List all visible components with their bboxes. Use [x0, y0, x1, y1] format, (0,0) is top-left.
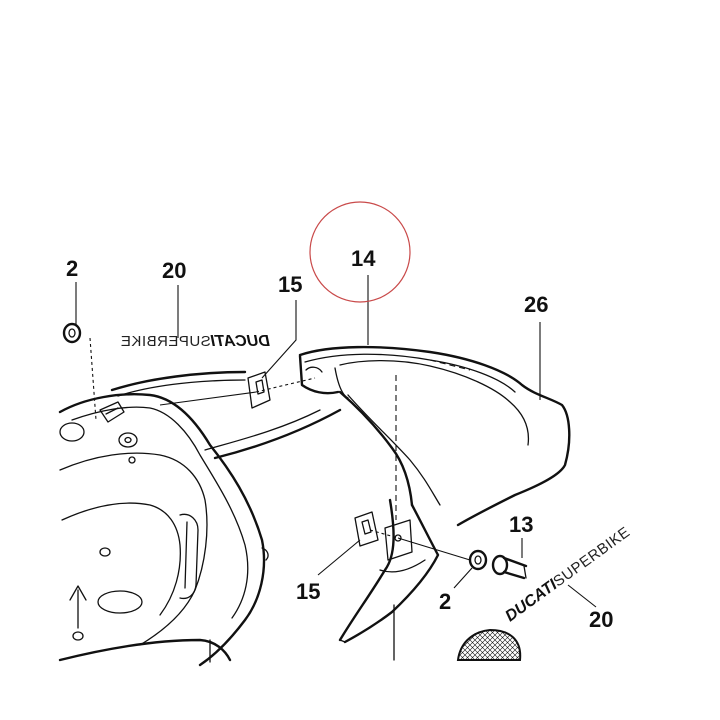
washer-lower [468, 549, 488, 571]
leader-lines [75, 275, 597, 608]
svg-text:DUCATISUPERBIKE: DUCATISUPERBIKE [120, 333, 270, 350]
assembly-lines [89, 337, 471, 561]
cowl-front-tab [298, 354, 340, 395]
highlight-circle [309, 201, 411, 303]
seat-cowl [298, 345, 571, 661]
washer-upper [62, 322, 82, 344]
decal-upper-brand: DUCATI [210, 333, 270, 350]
callout-15-upper: 15 [278, 272, 302, 297]
callout-20-lower: 20 [589, 607, 613, 632]
callout-13: 13 [509, 512, 533, 537]
decal-lower-model: SUPERBIKE [550, 524, 633, 591]
decal-lower-brand: DUCATI [502, 576, 560, 625]
bolt [491, 554, 528, 580]
decal-upper-model: SUPERBIKE [120, 333, 210, 350]
callout-2-upper: 2 [66, 256, 78, 281]
tail-light-mesh [456, 628, 522, 661]
clip-nut-upper [247, 371, 271, 409]
decal-upper-mirrored: DUCATISUPERBIKE [120, 333, 270, 350]
callout-15-lower: 15 [296, 579, 320, 604]
callout-14: 14 [351, 246, 376, 271]
side-panel-edge [110, 370, 342, 460]
callout-2-lower: 2 [439, 589, 451, 614]
callout-26: 26 [524, 292, 548, 317]
callout-20-upper: 20 [162, 258, 186, 283]
rear-body-section [58, 393, 269, 667]
clip-nut-lower [354, 511, 379, 547]
